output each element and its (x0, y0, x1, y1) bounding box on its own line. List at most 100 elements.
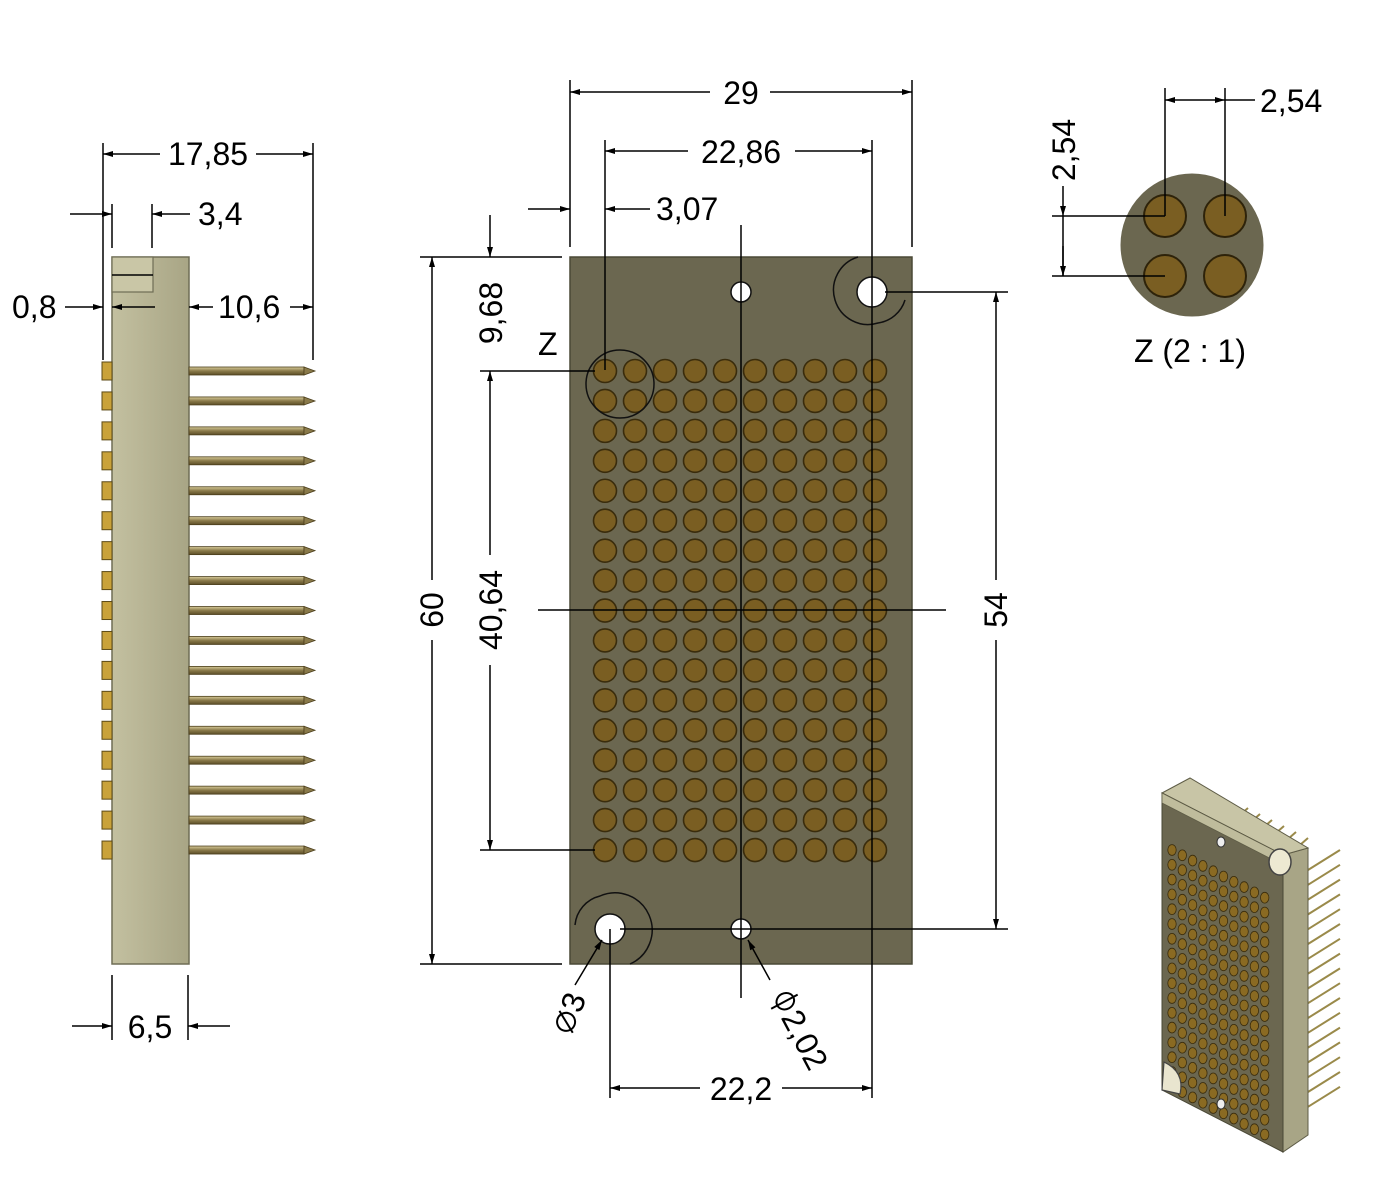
iso-contact (1249, 1019, 1260, 1032)
iso-contact (1208, 1102, 1218, 1114)
contact-hole (682, 777, 708, 803)
iso-guide-hole (1216, 1098, 1226, 1110)
contact-hole (742, 508, 768, 534)
pin-tail (188, 576, 305, 585)
contact-lead (101, 690, 113, 710)
pin-tip (303, 695, 317, 705)
contact-hole (652, 807, 678, 833)
contact-hole (592, 568, 618, 593)
iso-pin (1307, 937, 1341, 960)
iso-contact (1208, 1043, 1218, 1055)
iso-contact (1167, 858, 1177, 871)
detail-z-circle (585, 349, 655, 419)
iso-contact (1260, 1113, 1270, 1126)
contact-hole (592, 418, 618, 444)
contact-hole (832, 568, 858, 593)
contact-hole (862, 628, 888, 653)
contact-lead (101, 750, 113, 770)
iso-contact (1208, 1028, 1218, 1040)
side-pins (101, 361, 317, 860)
dim-detail-horizontal-pitch: 2,54 (1260, 83, 1322, 119)
iso-contact (1188, 1076, 1198, 1089)
iso-contact (1249, 1093, 1260, 1106)
contact-hole (592, 807, 618, 833)
iso-pin (1307, 997, 1341, 1019)
iso-contact (1239, 1029, 1249, 1041)
iso-contact (1229, 949, 1239, 962)
diameter-icon (556, 1010, 577, 1034)
contact-hole (682, 478, 708, 504)
iso-contact (1208, 1072, 1218, 1085)
iso-contact (1198, 978, 1208, 991)
iso-contact (1260, 1010, 1270, 1022)
pin-tip (303, 665, 317, 675)
contact-hole (592, 628, 618, 653)
iso-contact (1229, 1009, 1239, 1021)
dim-hole-spacing: 54 (978, 592, 1014, 628)
connector-body-side (111, 256, 190, 965)
contact-hole (772, 388, 798, 414)
iso-contact (1229, 890, 1239, 903)
contact-hole (832, 508, 858, 534)
iso-contact (1218, 929, 1229, 942)
contact-hole (682, 717, 708, 743)
contact-hole (772, 777, 798, 803)
iso-contact (1167, 873, 1177, 886)
contact-hole (772, 418, 798, 444)
iso-contact (1208, 909, 1218, 922)
iso-contact (1249, 916, 1260, 928)
iso-contact (1208, 865, 1218, 877)
iso-contact (1208, 998, 1218, 1011)
iso-contact (1260, 906, 1270, 919)
contact-hole (832, 747, 858, 773)
contact-hole (802, 508, 828, 534)
contact-lead (101, 720, 113, 740)
side-view: 17,85 3,4 0,8 10,6 6,5 (12, 136, 317, 1045)
contact-hole (772, 837, 798, 863)
contact-hole (862, 478, 888, 504)
iso-contact (1188, 869, 1198, 882)
bottom-left-boss (574, 892, 653, 965)
iso-contact (1239, 1088, 1249, 1101)
pin-tip (303, 516, 317, 526)
contact-hole (622, 388, 648, 414)
detail-view-z: 2,54 2,54 Z (2 : 1) (1046, 83, 1322, 369)
contact-lead (101, 391, 113, 411)
contact-hole (802, 358, 828, 384)
contact-hole (652, 837, 678, 863)
pin-tip (303, 725, 317, 735)
iso-contact (1167, 888, 1177, 901)
iso-contact (1218, 989, 1229, 1001)
contact-hole (682, 658, 708, 683)
contact-hole (742, 478, 768, 504)
iso-contact (1229, 1068, 1239, 1080)
iso-side-face (1282, 847, 1309, 1153)
iso-contact (1208, 968, 1218, 981)
iso-contact (1188, 1047, 1198, 1059)
contact-hole (682, 807, 708, 833)
contact-hole (862, 358, 888, 384)
contact-hole (772, 717, 798, 743)
contact-hole (862, 717, 888, 743)
iso-contact (1188, 899, 1198, 911)
iso-contact (1177, 938, 1187, 950)
dim-left-offset: 0,8 (12, 289, 56, 325)
pin-tip (303, 815, 317, 825)
iso-contact (1229, 1098, 1239, 1110)
iso-contact (1229, 1024, 1239, 1036)
iso-pin (1307, 923, 1341, 945)
contact-hole (772, 658, 798, 683)
pin-tip (303, 426, 317, 436)
pin-tip (303, 486, 317, 496)
pin-tail (188, 845, 305, 855)
iso-contact (1177, 982, 1187, 995)
iso-contact (1229, 935, 1239, 947)
iso-contact (1167, 962, 1177, 975)
dim-contact-height: 40,64 (473, 570, 509, 650)
contact-hole (622, 688, 648, 713)
iso-contact (1177, 1027, 1187, 1039)
iso-contact (1218, 1077, 1229, 1090)
contact-hole (682, 358, 708, 384)
pin-tail (188, 426, 305, 436)
iso-contact (1249, 1049, 1260, 1061)
